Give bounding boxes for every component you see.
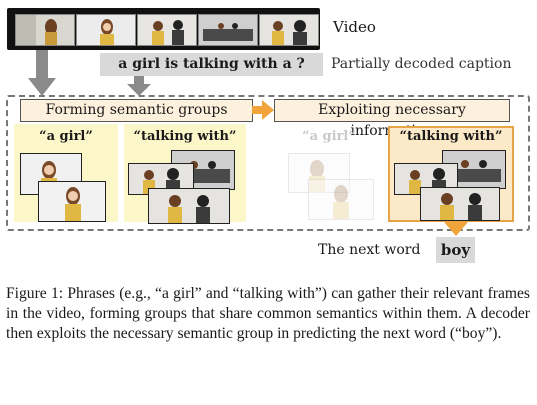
- girl-boy-frame-thumbnail: [148, 188, 230, 224]
- video-frame-3: [137, 14, 197, 46]
- girl-frame-thumbnail: [38, 181, 106, 222]
- stage-exploiting-information: Exploiting necessary information: [274, 99, 510, 139]
- right-arrow-icon: [252, 100, 274, 120]
- girl-boy-frame-thumbnail: [138, 15, 196, 45]
- group-a-girl-faded-title: “a girl”: [302, 129, 356, 144]
- girl-boy-frame-thumbnail: [260, 15, 318, 45]
- next-word-label: The next word: [318, 242, 421, 258]
- group-talking-with-title: “talking with”: [133, 129, 237, 144]
- video-film-strip: [7, 8, 320, 50]
- stage-forming-groups: Forming semantic groups: [20, 99, 253, 122]
- video-frame-1: [15, 14, 75, 46]
- girl-frame-thumbnail-faded: [288, 153, 350, 193]
- figure-caption: Figure 1: Phrases (e.g., “a girl” and “t…: [6, 285, 530, 342]
- girl-boy-frame-thumbnail: [420, 187, 500, 221]
- video-frame-2: [76, 14, 136, 46]
- video-frame-4: [198, 14, 258, 46]
- next-word-box: boy: [436, 237, 475, 263]
- down-arrow-icon: [444, 222, 468, 236]
- video-frame-5: [259, 14, 319, 46]
- group-a-girl-title: “a girl”: [39, 129, 93, 144]
- girl-frame-thumbnail: [16, 15, 74, 45]
- video-label: Video: [333, 18, 376, 36]
- girl-frame-thumbnail-faded: [308, 179, 374, 220]
- girl-frame-thumbnail: [77, 15, 135, 45]
- process-container: [6, 95, 530, 231]
- group-talking-with-selected-title: “talking with”: [399, 129, 503, 144]
- down-arrows: [28, 50, 151, 96]
- partial-caption-box: a girl is talking with a ?: [100, 53, 323, 76]
- sofa-frame-thumbnail: [199, 15, 257, 45]
- partial-caption-label: Partially decoded caption: [331, 56, 512, 72]
